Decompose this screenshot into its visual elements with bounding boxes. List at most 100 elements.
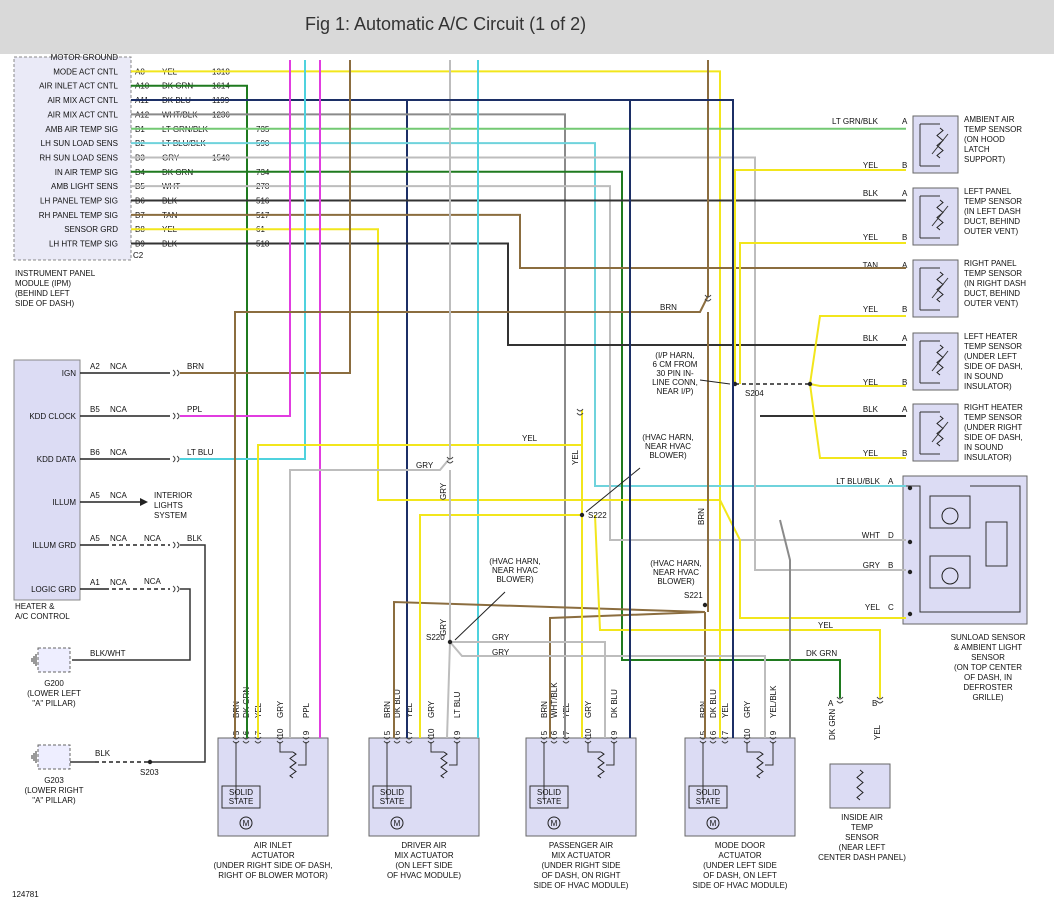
inside-sensor-wire: YEL bbox=[873, 724, 882, 740]
sunload-pin: A bbox=[888, 477, 894, 486]
actuator-wire-color: WHT/BLK bbox=[550, 682, 559, 718]
sensor-description: INSULATOR) bbox=[964, 453, 1012, 462]
actuator-description: ACTUATOR bbox=[718, 851, 761, 860]
thermistor-arrow-icon bbox=[931, 421, 949, 443]
hvac-nca-label: NCA bbox=[110, 534, 128, 543]
s204-dot bbox=[807, 381, 813, 387]
hvac-nca-label: NCA bbox=[144, 577, 162, 586]
ipm-pin-label: AIR INLET ACT CNTL bbox=[39, 82, 118, 91]
wire-rh-panel-temp-sig bbox=[131, 213, 906, 269]
hvac-pin-number: A5 bbox=[90, 491, 100, 500]
sunload-sensor-box bbox=[902, 475, 1028, 625]
ground-description: "A" PILLAR) bbox=[32, 796, 76, 805]
wire-yel-left-heater-b bbox=[809, 383, 906, 387]
thermistor-arrow-icon bbox=[931, 133, 949, 155]
hvac-pin-number: A5 bbox=[90, 534, 100, 543]
sensor-pin: B bbox=[902, 233, 907, 242]
hvac-pin-number: B5 bbox=[90, 405, 100, 414]
connector-icon bbox=[172, 585, 180, 593]
sunload-pin: D bbox=[888, 531, 894, 540]
splice-note: LINE CONN, bbox=[652, 378, 698, 387]
actuator-internal-wire bbox=[746, 742, 760, 753]
sensor-wire-color: BLK bbox=[863, 189, 879, 198]
sensor-description: (IN LEFT DASH bbox=[964, 207, 1021, 216]
actuator-internal-wire bbox=[606, 742, 615, 766]
sensor-wire-color: TAN bbox=[863, 261, 879, 270]
sensor-pin: A bbox=[902, 334, 908, 343]
actuator-description: AIR INLET bbox=[254, 841, 292, 850]
solid-state-label: SOLID bbox=[696, 788, 720, 797]
sunload-description: GRILLE) bbox=[972, 693, 1003, 702]
ipm-pin-label: MOTOR GROUND bbox=[51, 53, 119, 62]
actuator-internal-wire bbox=[279, 742, 293, 753]
hvac-pin-label: IGN bbox=[62, 369, 76, 378]
ipm-connector-id: C2 bbox=[133, 251, 144, 260]
actuator-pin-number: 5 bbox=[540, 730, 549, 735]
sensor-description: DUCT, BEHIND bbox=[964, 289, 1020, 298]
ground-wire-color: BLK bbox=[95, 749, 111, 758]
connector-icon bbox=[172, 369, 180, 377]
actuator-pin-number: 6 bbox=[709, 730, 718, 735]
sunload-pin-dot bbox=[907, 611, 913, 617]
actuator-wire-color: BRN bbox=[699, 701, 708, 718]
sensor-description: (UNDER LEFT bbox=[964, 352, 1017, 361]
solid-state-block bbox=[688, 785, 728, 809]
connector-icon bbox=[836, 696, 844, 704]
sensor-description: LEFT HEATER bbox=[964, 332, 1018, 341]
splice-note: (I/P HARN, bbox=[655, 351, 694, 360]
ground-block bbox=[37, 647, 71, 673]
wire-yel-air-inlet bbox=[257, 418, 583, 738]
thermistor-arrow-icon bbox=[931, 205, 949, 227]
harness-wire-label: GRY bbox=[439, 618, 448, 636]
photodiode-icon bbox=[941, 507, 959, 525]
hvac-wire-color: BLK bbox=[187, 534, 203, 543]
connector-icon bbox=[576, 408, 584, 416]
sensor-description: INSULATOR) bbox=[964, 382, 1012, 391]
photodiode-frame bbox=[929, 555, 971, 589]
hvac-wire-color: LT BLU bbox=[187, 448, 214, 457]
ipm-module bbox=[13, 56, 132, 261]
wire-rh-sun-load bbox=[131, 156, 906, 571]
wire-yel-driver bbox=[419, 514, 582, 738]
motor-label: M bbox=[243, 819, 250, 828]
harness-wire-label: YEL bbox=[571, 449, 580, 465]
wire-brn-main bbox=[234, 285, 709, 738]
harness-wire-label: YEL bbox=[818, 621, 834, 630]
splice-label: S220 bbox=[426, 633, 445, 642]
wire-in-air-temp-sig bbox=[131, 170, 841, 698]
solid-state-block bbox=[372, 785, 412, 809]
hvac-control-module bbox=[13, 359, 81, 601]
harness-wire-label: BRN bbox=[697, 508, 706, 525]
actuator-description: SIDE OF HVAC MODULE) bbox=[534, 881, 629, 890]
splice-note: BLOWER) bbox=[496, 575, 534, 584]
wire-yel-right-heater-b bbox=[809, 383, 906, 459]
sensor-description: OUTER VENT) bbox=[964, 227, 1019, 236]
solid-state-label: STATE bbox=[380, 797, 405, 806]
page-title: Fig 1: Automatic A/C Circuit (1 of 2) bbox=[305, 14, 587, 34]
hvac-nca-label: NCA bbox=[110, 448, 128, 457]
actuator-pin-number: 5 bbox=[383, 730, 392, 735]
thermistor-icon bbox=[856, 769, 864, 801]
ipm-pin-label: RH SUN LOAD SENS bbox=[39, 153, 118, 162]
actuator-wire-color: LT BLU bbox=[453, 691, 462, 718]
actuator-description: (UNDER RIGHT SIDE bbox=[542, 861, 621, 870]
sunload-wire-color: LT BLU/BLK bbox=[836, 477, 880, 486]
harness-wire-label: BRN bbox=[660, 303, 677, 312]
motor-icon bbox=[239, 816, 253, 830]
wire-illum-grd-ground bbox=[150, 544, 206, 763]
connector-icon bbox=[550, 736, 558, 744]
sensor-wire-color: YEL bbox=[863, 233, 879, 242]
wire-gry-driver bbox=[446, 641, 451, 739]
sensor-pin: B bbox=[902, 378, 907, 387]
ipm-pin-label: AMB AIR TEMP SIG bbox=[45, 125, 118, 134]
sensor-description: RIGHT HEATER bbox=[964, 403, 1023, 412]
sensor-wire-color: YEL bbox=[863, 305, 879, 314]
sensor-wire-color: BLK bbox=[863, 405, 879, 414]
ground-description: G200 bbox=[44, 679, 64, 688]
sunload-pin-dot bbox=[907, 539, 913, 545]
connector-icon bbox=[242, 736, 250, 744]
solid-state-label: SOLID bbox=[229, 788, 253, 797]
thermistor-icon bbox=[936, 344, 944, 376]
ground-description: G203 bbox=[44, 776, 64, 785]
